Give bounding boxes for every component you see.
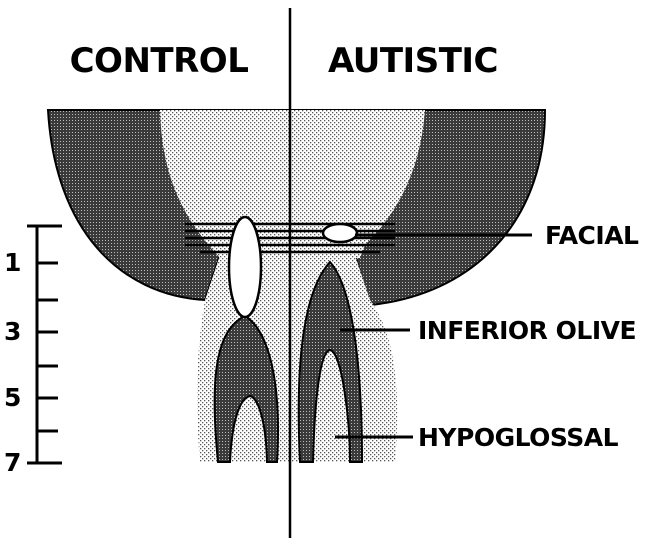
scale-bar xyxy=(27,226,62,463)
scale-tick-1: 1 xyxy=(4,248,21,277)
autistic-facial-nucleus xyxy=(323,224,357,242)
scale-tick-5: 5 xyxy=(4,383,21,412)
facial-label: FACIAL xyxy=(545,221,639,250)
inferior-olive-label: INFERIOR OLIVE xyxy=(418,316,636,345)
control-facial-nucleus xyxy=(229,217,261,317)
scale-tick-3: 3 xyxy=(4,317,21,346)
scale-tick-7: 7 xyxy=(4,448,21,477)
control-header: CONTROL xyxy=(70,41,249,81)
autistic-header: AUTISTIC xyxy=(328,41,498,81)
hypoglossal-label: HYPOGLOSSAL xyxy=(418,423,619,452)
